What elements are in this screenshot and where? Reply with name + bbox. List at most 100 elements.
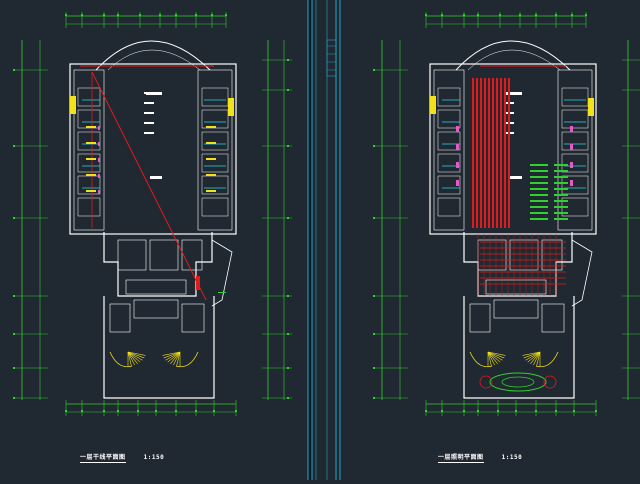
dim-dot bbox=[159, 14, 161, 16]
text-mark bbox=[506, 92, 522, 95]
dim-dot bbox=[535, 410, 537, 412]
fixture bbox=[86, 190, 96, 192]
dim-dot bbox=[373, 217, 375, 219]
stair-line bbox=[527, 351, 541, 363]
room bbox=[561, 131, 589, 151]
dim-dot bbox=[287, 217, 289, 219]
fixture bbox=[98, 190, 100, 194]
dim-dot bbox=[463, 14, 465, 16]
lamp-mark bbox=[530, 176, 548, 178]
dim-dot bbox=[287, 145, 289, 147]
stair-line bbox=[487, 351, 506, 356]
upper-block-wall bbox=[69, 63, 237, 235]
red-circuit bbox=[484, 78, 486, 228]
lamp-mark bbox=[554, 212, 568, 214]
lamp-mark bbox=[554, 182, 568, 184]
entrance-wall bbox=[103, 296, 215, 399]
stair-line bbox=[127, 351, 135, 366]
red-circuit bbox=[496, 78, 498, 228]
stair-line bbox=[127, 351, 146, 356]
arch-inner bbox=[467, 49, 561, 71]
fixture bbox=[98, 174, 100, 178]
fixture bbox=[456, 144, 459, 150]
upper-block-wall bbox=[429, 63, 597, 235]
fixture bbox=[86, 126, 96, 128]
stair-line bbox=[487, 351, 495, 366]
right-wing bbox=[197, 69, 233, 231]
red-circuit bbox=[472, 78, 474, 228]
text-mark bbox=[144, 102, 154, 104]
dim-dot bbox=[103, 14, 105, 16]
dim-dot bbox=[573, 410, 575, 412]
dim-dot bbox=[373, 397, 375, 399]
right-plan-title-text: 一层照明平面图 bbox=[438, 454, 484, 463]
room bbox=[133, 299, 179, 319]
fixture bbox=[570, 162, 573, 168]
lamp-mark bbox=[530, 218, 548, 220]
stair-line bbox=[522, 351, 541, 356]
fixture bbox=[456, 126, 459, 132]
dim-dot bbox=[195, 14, 197, 16]
dim-dot bbox=[477, 14, 479, 16]
dim-dot bbox=[535, 14, 537, 16]
room bbox=[469, 303, 491, 333]
dim-dot bbox=[65, 14, 67, 16]
stair-line bbox=[176, 351, 181, 366]
left-wing bbox=[73, 69, 105, 231]
dim-dot bbox=[117, 410, 119, 412]
dim-dot bbox=[65, 410, 67, 412]
dim-dot bbox=[175, 410, 177, 412]
lamp-mark bbox=[530, 188, 548, 190]
fixture bbox=[86, 158, 96, 160]
fixture bbox=[206, 174, 216, 176]
stair-line bbox=[127, 351, 132, 366]
dim-dot bbox=[373, 295, 375, 297]
room bbox=[561, 175, 589, 195]
room bbox=[77, 153, 101, 173]
lamp-mark bbox=[554, 206, 568, 208]
room bbox=[201, 87, 229, 107]
lamp-mark bbox=[554, 218, 568, 220]
lamp-mark bbox=[530, 200, 548, 202]
dim-dot bbox=[287, 333, 289, 335]
fixture bbox=[456, 162, 459, 168]
fixture bbox=[570, 180, 573, 186]
fixture bbox=[206, 142, 216, 144]
dim-dot bbox=[425, 410, 427, 412]
stair-line bbox=[536, 351, 541, 366]
middle-wall bbox=[103, 232, 213, 297]
dim-dot bbox=[477, 410, 479, 412]
dim-dot bbox=[373, 145, 375, 147]
dim-dot bbox=[441, 410, 443, 412]
stair-line bbox=[487, 351, 498, 365]
room bbox=[117, 239, 147, 271]
red-circuit bbox=[508, 78, 510, 228]
arch-inner bbox=[107, 49, 201, 71]
stair-curve bbox=[469, 351, 493, 368]
dim-dot bbox=[117, 14, 119, 16]
left-plan-title: 一层干线平面图 1:150 bbox=[80, 452, 164, 463]
text-mark bbox=[146, 92, 162, 95]
dim-dot bbox=[13, 217, 15, 219]
divider-marker bbox=[326, 39, 337, 77]
dim-dot bbox=[103, 410, 105, 412]
text-mark bbox=[510, 176, 522, 179]
dim-dot bbox=[373, 333, 375, 335]
lamp-mark bbox=[554, 194, 568, 196]
stair-curve bbox=[175, 351, 199, 368]
dim-dot bbox=[425, 14, 427, 16]
dim-dot bbox=[585, 14, 587, 16]
room bbox=[181, 239, 203, 271]
room bbox=[201, 109, 229, 129]
stair-line bbox=[127, 351, 143, 361]
lamp-mark bbox=[530, 170, 548, 172]
stair-line bbox=[163, 351, 181, 359]
stair-line bbox=[167, 351, 181, 363]
red-circuit bbox=[504, 78, 506, 228]
dim-dot bbox=[287, 367, 289, 369]
left-plan-title-text: 一层干线平面图 bbox=[80, 454, 126, 463]
room bbox=[485, 279, 547, 295]
red-circuit bbox=[500, 78, 502, 228]
red-circuit bbox=[492, 78, 494, 228]
room bbox=[77, 109, 101, 129]
